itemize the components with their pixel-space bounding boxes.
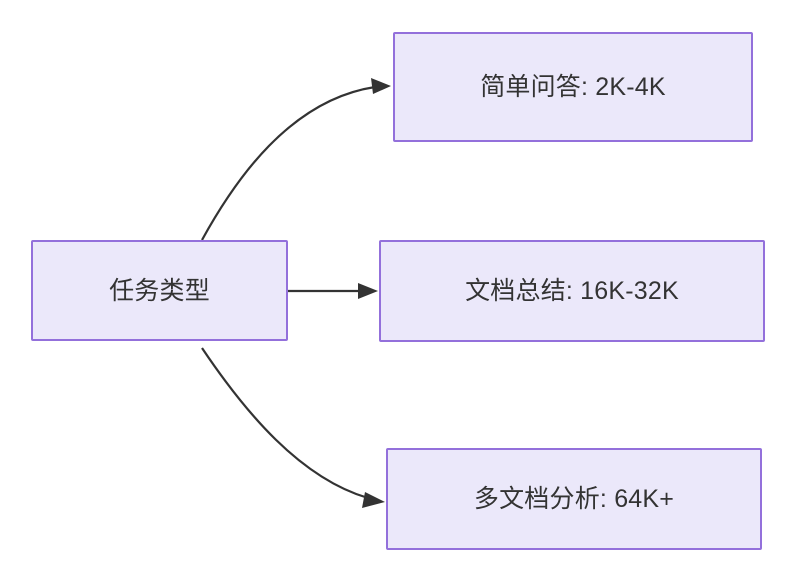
node-task-type[interactable]: 任务类型 (31, 240, 288, 341)
node-doc-summary-label: 文档总结: 16K-32K (465, 277, 679, 305)
edge-task-type-to-simple-qa (201, 78, 391, 241)
node-simple-qa[interactable]: 简单问答: 2K-4K (393, 32, 753, 142)
arrowhead-multi-doc-analysis (362, 492, 385, 508)
node-multi-doc-analysis[interactable]: 多文档分析: 64K+ (386, 448, 762, 550)
edge-task-type-to-multi-doc-analysis (201, 347, 385, 508)
node-doc-summary[interactable]: 文档总结: 16K-32K (379, 240, 765, 342)
edge-curve-to-multi-doc-analysis (201, 347, 369, 500)
edge-task-type-to-doc-summary (288, 283, 378, 299)
node-multi-doc-analysis-label: 多文档分析: 64K+ (473, 485, 675, 513)
node-simple-qa-label: 简单问答: 2K-4K (480, 73, 666, 101)
arrowhead-simple-qa (371, 78, 391, 94)
node-task-type-label: 任务类型 (109, 276, 210, 305)
edge-curve-to-simple-qa (201, 85, 376, 241)
arrowhead-doc-summary (358, 283, 378, 299)
